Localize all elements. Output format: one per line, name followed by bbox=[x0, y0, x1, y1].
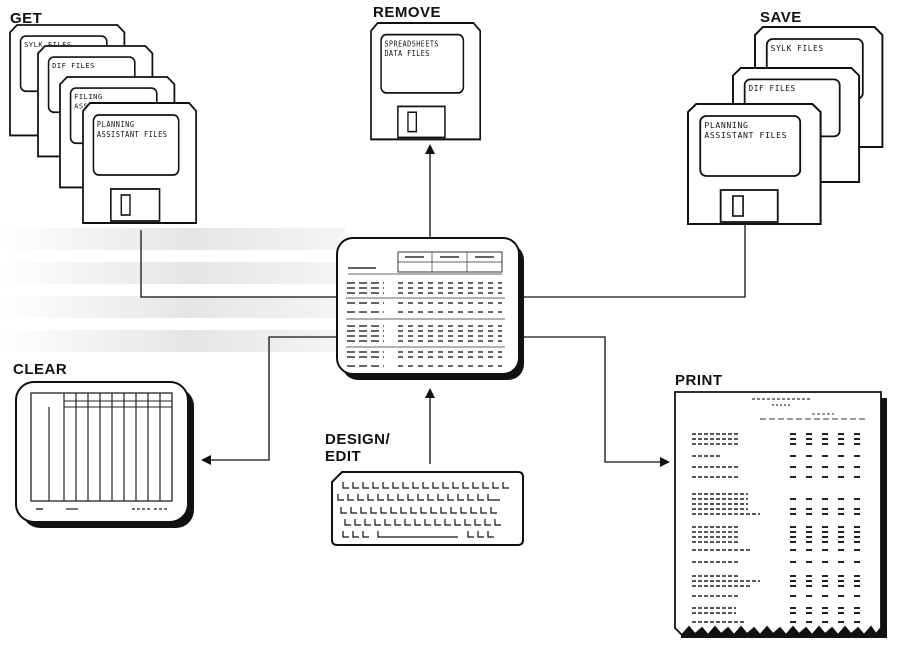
remove-disk-label-1: SPREADSHEETS bbox=[384, 39, 439, 49]
keyboard bbox=[332, 472, 523, 545]
blank-spreadsheet-monitor bbox=[16, 382, 194, 528]
save-disk-sylk-label: SYLK FILES bbox=[771, 44, 824, 53]
save-disk-stack: SYLK FILES DIF FILES PLANNING ASSISTANT … bbox=[688, 27, 882, 224]
get-disk-dif-label: DIF FILES bbox=[52, 61, 95, 70]
get-disk-planning: PLANNING ASSISTANT FILES bbox=[83, 103, 196, 223]
get-disk-planning-label-1: PLANNING bbox=[97, 120, 135, 130]
save-disk-planning-label-1: PLANNING bbox=[704, 120, 748, 130]
save-disk-planning-label-2: ASSISTANT FILES bbox=[704, 130, 787, 140]
get-connector bbox=[141, 230, 337, 297]
get-disk-filing-label-1: FILING bbox=[74, 92, 103, 101]
save-disk-dif-label: DIF FILES bbox=[749, 84, 796, 93]
save-disk-planning: PLANNING ASSISTANT FILES bbox=[688, 104, 821, 224]
remove-disk: SPREADSHEETS DATA FILES bbox=[371, 23, 480, 139]
get-disk-planning-label-2: ASSISTANT FILES bbox=[97, 130, 168, 140]
spreadsheet-monitor bbox=[337, 238, 524, 380]
get-disk-stack: SYLK FILES DIF FILES FILING ASSISTANT DA… bbox=[10, 25, 196, 223]
printed-report bbox=[675, 392, 887, 638]
print-arrow bbox=[520, 337, 668, 462]
save-connector bbox=[520, 215, 745, 297]
remove-disk-label-2: DATA FILES bbox=[384, 48, 429, 58]
clear-arrow bbox=[203, 337, 337, 460]
